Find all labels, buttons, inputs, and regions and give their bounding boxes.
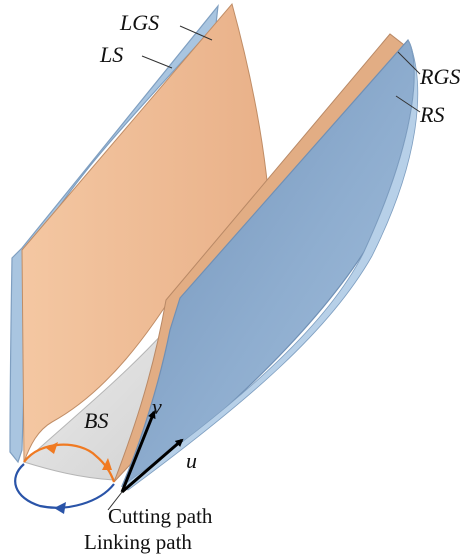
label-u: u [186, 448, 197, 473]
leader-rs [395, 95, 421, 113]
leader-ls [141, 55, 173, 69]
leader-lgs [179, 25, 213, 41]
cutting-path-curve [23, 443, 116, 483]
label-rgs: RGS [420, 64, 461, 89]
axis-u-arrow [121, 438, 184, 494]
label-bs: BS [84, 408, 109, 433]
label-lgs: LGS [120, 10, 160, 35]
cutting-path-arrowhead-2 [102, 458, 112, 470]
leader-rgs [397, 51, 421, 75]
cutting-path-arrowhead [46, 442, 58, 454]
caption-linking-path: Linking path [84, 530, 192, 554]
axis-v-arrow [120, 410, 156, 493]
label-ls: LS [100, 42, 124, 67]
linking-path-curve [14, 463, 115, 509]
caption-cutting-path: Cutting path [108, 504, 213, 528]
leader-cutting-path [107, 491, 123, 511]
label-v: v [152, 394, 162, 419]
label-rs: RS [420, 102, 445, 127]
linking-path-arrowhead [54, 502, 66, 514]
